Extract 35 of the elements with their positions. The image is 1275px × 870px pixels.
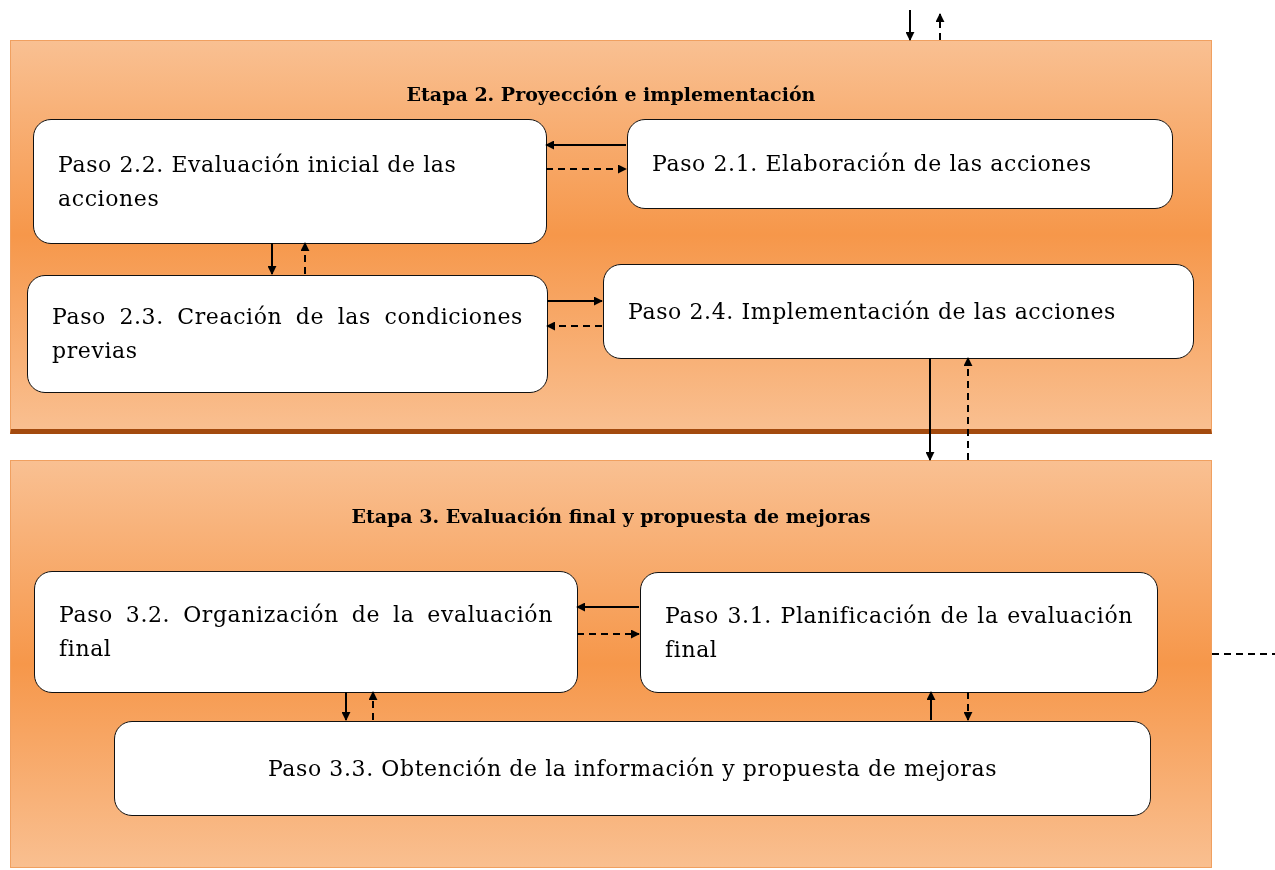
arrow [576, 629, 640, 639]
arrow [545, 140, 627, 150]
step-box [33, 119, 547, 244]
step-box [114, 721, 1151, 816]
arrow [300, 242, 310, 275]
arrow [368, 691, 378, 721]
step-box [640, 572, 1158, 693]
stage-panel [10, 460, 1212, 868]
arrow [546, 296, 603, 306]
stage-title: Etapa 3. Evaluación final y propuesta de mejoras [350, 505, 872, 527]
step-text: Paso 2.3. Creación de las condiciones previas [52, 303, 523, 365]
step-text: Paso 3.3. Obtención de la información y propuesta de mejoras [267, 754, 998, 783]
arrow [545, 164, 627, 174]
arrow [576, 602, 640, 612]
arrow [963, 357, 973, 461]
arrow [963, 691, 973, 721]
arrow [341, 691, 351, 721]
arrow [267, 242, 277, 275]
arrow [935, 13, 945, 41]
step-text: Paso 3.2. Organización de la evaluación final [59, 601, 553, 663]
arrow [925, 357, 935, 461]
arrow [905, 9, 915, 41]
step-box [27, 275, 548, 393]
step-text: Paso 2.4. Implementación de las acciones [628, 297, 1117, 326]
step-text: Paso 2.2. Evaluación inicial de las acciones [58, 150, 458, 213]
stage-panel [10, 40, 1212, 434]
arrow [926, 691, 936, 721]
step-box [627, 119, 1173, 209]
arrow [546, 321, 603, 331]
step-text: Paso 3.1. Planificación de la evaluación final [665, 601, 1133, 664]
step-text: Paso 2.1. Elaboración de las acciones [652, 150, 1093, 178]
stage-title: Etapa 2. Proyección e implementación [405, 83, 817, 105]
dashed-line [1211, 653, 1275, 655]
step-box [34, 571, 578, 693]
step-box [603, 264, 1194, 359]
